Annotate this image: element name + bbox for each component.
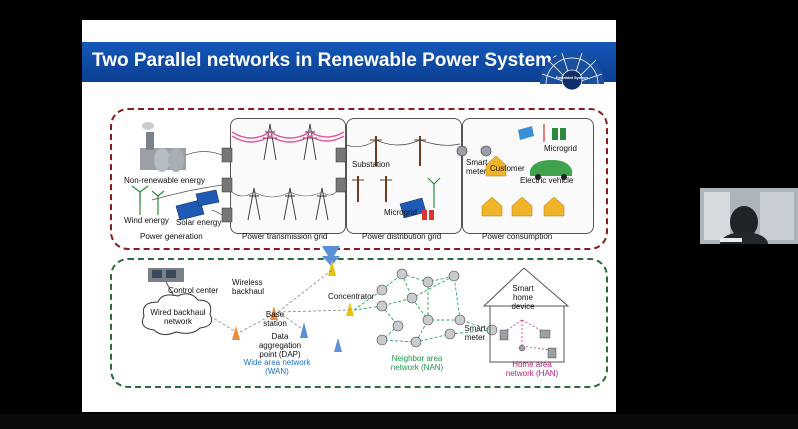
webcam-video-thumbnail[interactable] <box>700 188 798 244</box>
distribution-grid-label: Power distribution grid <box>362 232 442 241</box>
control-center-icon <box>148 268 184 282</box>
diagram-graphics <box>131 122 572 363</box>
logo-text: Embedded Systems <box>556 76 588 80</box>
embedded-systems-logo: Embedded Systems <box>540 52 604 90</box>
smart-meter-network-label: Smart meter <box>464 324 486 342</box>
communication-network-region <box>110 258 608 388</box>
smart-meter-label: Smart meter <box>466 158 488 176</box>
han-label: Home area network (HAN) <box>505 360 559 378</box>
base-station-label: Base station <box>263 310 287 328</box>
control-center-label: Control center <box>168 286 219 295</box>
utility-pole-icon <box>357 136 421 202</box>
smart-meter-icon <box>456 145 492 157</box>
substation-label: Substation <box>352 160 390 169</box>
house-icon <box>481 155 565 217</box>
title-bar: Two Parallel networks in Renewable Power… <box>82 42 616 82</box>
concentrator-label: Concentrator <box>328 292 375 301</box>
customer-label: Customer <box>490 164 525 173</box>
nan-label: Neighbor area network (NAN) <box>390 354 444 372</box>
power-plant-icon <box>140 122 186 172</box>
transmission-grid-label: Power transmission grid <box>242 232 328 241</box>
electric-vehicle-icon <box>530 160 572 180</box>
solar-panel-icon <box>175 189 220 221</box>
smart-home-device-label: Smart home device <box>511 284 535 311</box>
concentrator-icon <box>328 260 354 316</box>
wired-backhaul-label: Wired backhaul network <box>150 308 206 326</box>
presentation-slide: Two Parallel networks in Renewable Power… <box>82 20 616 412</box>
wan-label: Wide area network (WAN) <box>243 358 311 376</box>
smart-home-icon <box>482 267 570 363</box>
wind-energy-label: Wind energy <box>124 216 169 225</box>
non-renewable-label: Non-renewable energy <box>124 176 205 185</box>
power-consumption-label: Power consumption <box>482 232 553 241</box>
wireless-backhaul-label: Wireless backhaul <box>232 278 265 296</box>
down-arrow-icon <box>322 246 340 266</box>
meeting-toolbar <box>0 414 798 429</box>
distribution-microgrid-label: Microgrid <box>384 208 417 217</box>
power-grid-region <box>110 108 608 250</box>
power-generation-label: Power generation <box>140 232 203 241</box>
dap-label: Data aggregation point (DAP) <box>258 332 302 359</box>
solar-energy-label: Solar energy <box>176 218 222 227</box>
participant-video <box>700 188 798 244</box>
wind-turbine-icon <box>131 185 165 215</box>
consumption-microgrid-label: Microgrid <box>544 144 577 153</box>
transformer-icon <box>221 147 347 223</box>
base-station-tower-icon <box>232 306 278 340</box>
electric-vehicle-label: Electric vehicle <box>520 176 574 185</box>
microgrid-solar-icon <box>399 177 441 220</box>
microgrid-consumption-icon <box>518 124 566 142</box>
wired-backhaul-cloud <box>141 293 213 336</box>
slide-title: Two Parallel networks in Renewable Power… <box>92 50 563 71</box>
